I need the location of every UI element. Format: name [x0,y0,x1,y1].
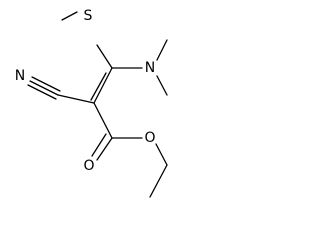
bond-s-c3 [96,44,113,69]
atom-label-sulfur: S [84,8,93,24]
bond-cn-triple-3 [27,84,57,100]
molecule-diagram: S N N O O [15,8,168,198]
bond-c3-c2 [93,67,113,104]
bond-c2-c1 [93,102,113,139]
bond-sch3 [61,11,78,21]
bond-c3-c2-inner [90,72,107,101]
bond-c2-cn [57,94,95,104]
bond-n-ch3-upper [156,39,168,61]
atom-label-nitrogen-amine: N [145,60,155,76]
bond-cn-triple-2 [31,76,61,92]
bond-c1-o-carbonyl-inner [91,133,107,157]
bond-n-ch3-lower [156,75,168,96]
atom-label-nitrogen-nitrile: N [15,68,25,84]
structure-canvas: S N N O O [0,0,171,214]
bond-c1-o-carbonyl [96,137,113,161]
bond-o-ch2 [155,143,168,166]
bond-cn-triple-1 [29,80,59,96]
bond-ch2-ch3 [149,164,168,198]
atom-label-oxygen-carbonyl: O [83,158,94,174]
atom-label-oxygen-ester: O [144,130,155,146]
